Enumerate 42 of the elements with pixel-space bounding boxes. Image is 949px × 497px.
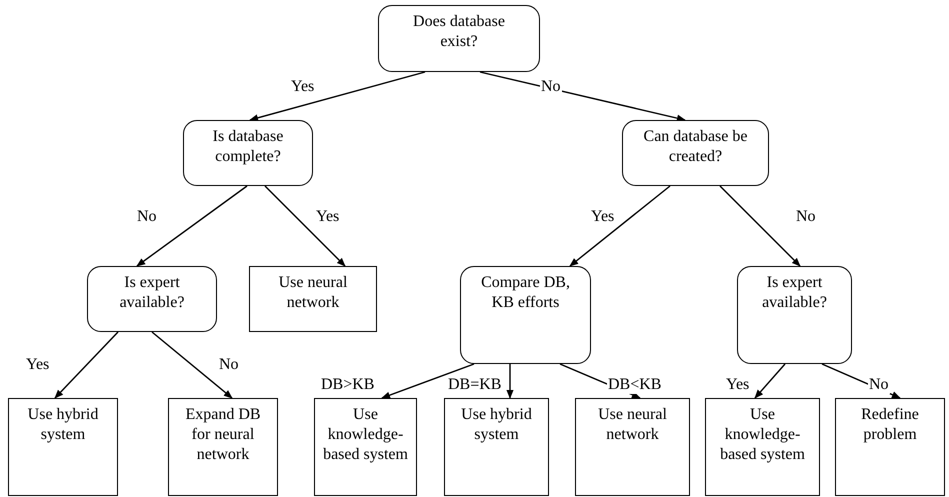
decision-box xyxy=(460,266,591,364)
decision-box xyxy=(87,266,217,332)
outcome-box xyxy=(444,398,549,496)
node-text: Expand DB for neural network xyxy=(184,405,262,465)
node-text: Redefine problem xyxy=(860,405,920,445)
node-text: Use neural network xyxy=(278,273,348,313)
arrow xyxy=(480,71,686,122)
edge-label: DB<KB xyxy=(607,376,662,394)
node-text: Is expert available? xyxy=(761,273,828,313)
node-text: Use knowledge-based system xyxy=(719,405,806,465)
node-text: Compare DB, KB efforts xyxy=(480,273,571,313)
outcome-box xyxy=(575,398,690,496)
node-text: Use knowledge-based system xyxy=(322,405,409,465)
arrow xyxy=(381,363,474,399)
node-text: Use hybrid system xyxy=(460,405,533,445)
outcome-box xyxy=(168,398,278,496)
node-text: Is expert available? xyxy=(118,273,186,313)
arrow xyxy=(136,185,248,267)
node-text: Can database be created? xyxy=(642,127,748,167)
node-text: Does database exist? xyxy=(412,12,506,52)
arrow xyxy=(720,186,801,267)
arrow xyxy=(506,364,514,399)
node-text: Use neural network xyxy=(597,405,668,445)
outcome-box xyxy=(705,398,820,496)
node-text: Is database complete? xyxy=(212,127,284,167)
decision-box xyxy=(737,266,852,364)
arrow xyxy=(754,364,786,399)
outcome-box xyxy=(249,266,377,332)
arrow xyxy=(54,332,118,399)
arrow xyxy=(822,363,901,399)
decision-box xyxy=(378,5,540,72)
arrow xyxy=(152,331,233,399)
outcome-box xyxy=(835,398,945,496)
decision-box xyxy=(183,120,313,186)
arrow xyxy=(569,185,670,267)
arrow xyxy=(249,71,426,122)
outcome-box xyxy=(8,398,118,496)
node-text: Use hybrid system xyxy=(26,405,100,445)
decision-box xyxy=(622,120,769,186)
outcome-box xyxy=(314,398,417,496)
edge-label: No xyxy=(868,376,890,394)
arrow xyxy=(264,186,346,267)
